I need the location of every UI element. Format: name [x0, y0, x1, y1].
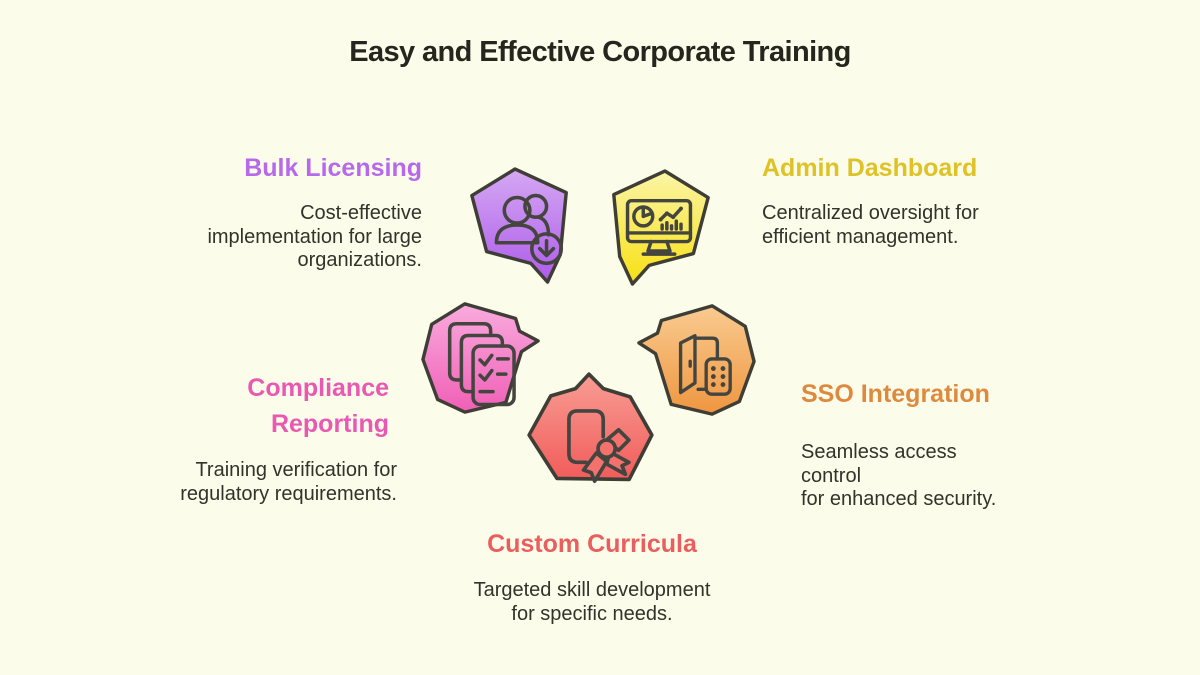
admin-dashboard-shape	[612, 169, 710, 286]
custom-curricula-heading: Custom Curricula	[487, 530, 697, 558]
compliance-reporting-shape	[421, 302, 540, 414]
admin-dashboard-heading: Admin Dashboard	[762, 154, 978, 182]
page-title: Easy and Effective Corporate Training	[349, 36, 851, 68]
bulk-licensing-shape	[470, 167, 568, 284]
compliance-reporting-heading: Compliance Reporting	[247, 374, 389, 438]
bulk-licensing-description: Cost-effective implementation for large …	[207, 202, 422, 271]
bulk-licensing-heading: Bulk Licensing	[244, 154, 422, 182]
users-download-icon	[494, 193, 564, 266]
sso-integration-shape	[637, 304, 756, 416]
dashboard-monitor-icon	[625, 198, 693, 256]
admin-dashboard-description: Centralized oversight for efficient mana…	[762, 202, 979, 248]
custom-curricula-shape	[527, 372, 654, 484]
checklist-documents-icon	[447, 321, 516, 407]
compliance-reporting-description: Training verification for regulatory req…	[180, 459, 397, 505]
door-keypad-icon	[678, 334, 732, 396]
custom-curricula-description: Targeted skill development for specific …	[473, 579, 711, 625]
sso-integration-heading: SSO Integration	[801, 380, 990, 408]
certificate-ribbon-icon	[567, 409, 631, 484]
sso-integration-description: Seamless access control for enhanced sec…	[801, 441, 997, 510]
